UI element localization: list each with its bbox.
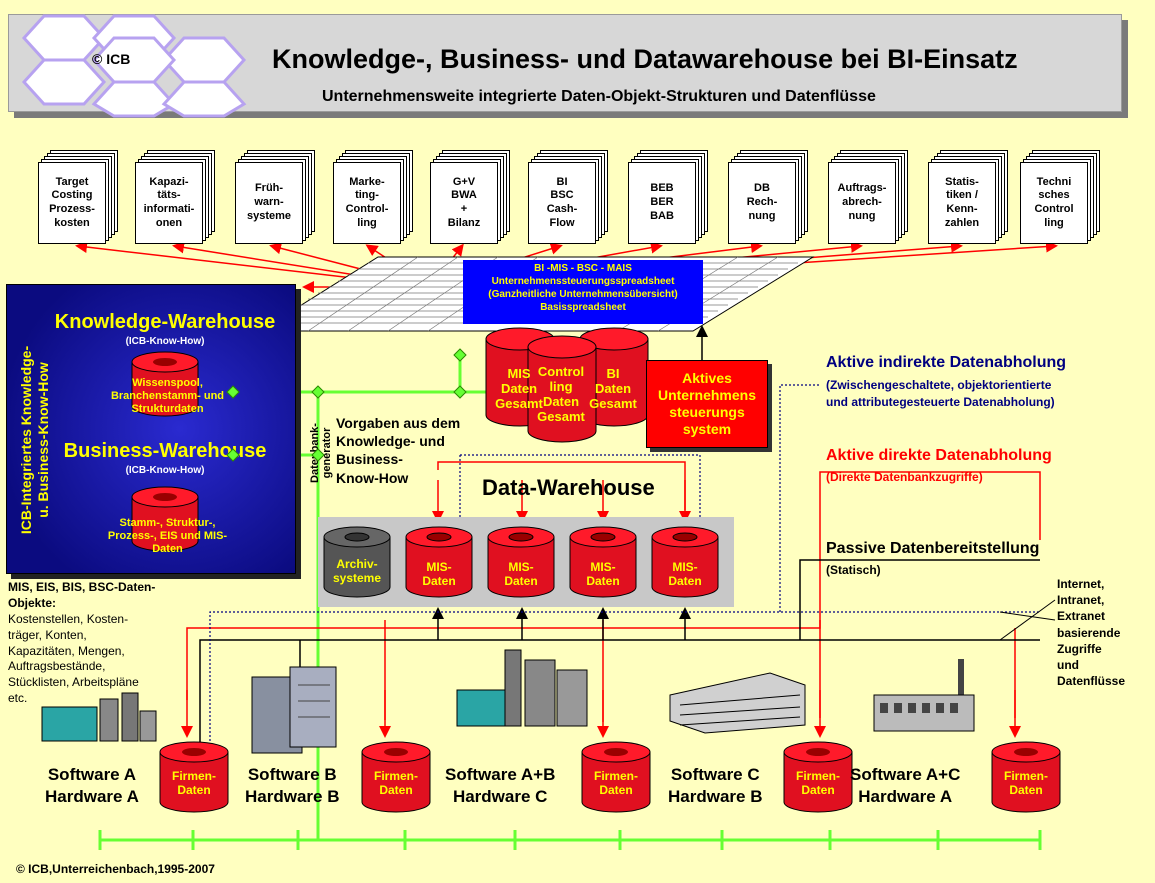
legend-indirect-title: Aktive indirekte Datenabholung bbox=[826, 354, 1067, 371]
report-document: DB Rech- nung bbox=[728, 162, 796, 244]
objects-title: MIS, EIS, BIS, BSC-Daten- Objekte: bbox=[8, 580, 156, 610]
report-document: Kapazi- täts- informati- onen bbox=[135, 162, 203, 244]
report-document: G+V BWA + Bilanz bbox=[430, 162, 498, 244]
legend-direct-title: Aktive direkte Datenabholung bbox=[826, 447, 1052, 464]
knowledge-warehouse-title: Knowledge-Warehouse bbox=[54, 311, 276, 333]
company-db-icon bbox=[783, 741, 853, 813]
page-title: Knowledge-, Business- und Datawarehouse … bbox=[272, 44, 1018, 74]
company-db-icon bbox=[361, 741, 431, 813]
datawarehouse-title: Data-Warehouse bbox=[482, 475, 655, 500]
company-db-label: Firmen- Daten bbox=[171, 769, 216, 797]
report-document: Target Costing Prozess- kosten bbox=[38, 162, 106, 244]
mis-db-label-3: MIS- Daten bbox=[586, 560, 620, 588]
mis-db-label-2: MIS- Daten bbox=[504, 560, 538, 588]
legend-passive-title: Passive Datenbereitstellung bbox=[826, 540, 1040, 557]
system-label: Software B Hardware B bbox=[245, 765, 340, 807]
report-document: Auftrags- abrech- nung bbox=[828, 162, 896, 244]
company-db-icon bbox=[581, 741, 651, 813]
copyright: © ICB,Unterreichenbach,1995-2007 bbox=[16, 862, 215, 876]
system-label: Software A+B Hardware C bbox=[445, 765, 556, 807]
db-mis-gesamt-label: MIS Daten Gesamt bbox=[495, 366, 543, 411]
company-db-icon bbox=[991, 741, 1061, 813]
dw-cylinders bbox=[323, 526, 719, 598]
page-subtitle: Unternehmensweite integrierte Daten-Obje… bbox=[322, 88, 876, 105]
legend-direct-sub: (Direkte Datenbankzugriffe) bbox=[826, 470, 983, 484]
logo-text: © ICB bbox=[92, 51, 131, 67]
spreadsheet-line-1: BI -MIS - BSC - MAIS bbox=[534, 263, 632, 274]
internet-note: Internet, Intranet, Extranet basierende … bbox=[1057, 577, 1126, 689]
db-bi-gesamt-label: BI Daten Gesamt bbox=[589, 366, 637, 411]
office-building-illustration bbox=[669, 672, 806, 734]
company-db-label: Firmen- Daten bbox=[373, 769, 418, 797]
report-document: Techni sches Control ling bbox=[1020, 162, 1088, 244]
db-controlling-gesamt-label: Control ling Daten Gesamt bbox=[537, 364, 585, 424]
system-label: Software A Hardware A bbox=[45, 765, 139, 807]
spreadsheet-line-2: Unternehmenssteuerungsspreadsheet bbox=[491, 276, 675, 287]
mis-db-label-1: MIS- Daten bbox=[422, 560, 456, 588]
factory-illustration-2 bbox=[456, 649, 588, 727]
system-label: Software A+C Hardware A bbox=[850, 765, 961, 807]
vorgaben-text: Vorgaben aus dem Knowledge- und Business… bbox=[336, 415, 461, 486]
report-document: Statis- tiken / Kenn- zahlen bbox=[928, 162, 996, 244]
server-rack-illustration bbox=[251, 666, 337, 754]
company-db-icon bbox=[159, 741, 229, 813]
company-db-label: Firmen- Daten bbox=[795, 769, 840, 797]
archiv-label: Archiv- systeme bbox=[332, 557, 382, 585]
report-document: BI BSC Cash- Flow bbox=[528, 162, 596, 244]
objects-text: Kostenstellen, Kosten- träger, Konten, K… bbox=[8, 612, 139, 706]
company-db-label: Firmen- Daten bbox=[593, 769, 638, 797]
knowledge-db-icon bbox=[131, 351, 199, 417]
plant-illustration bbox=[873, 659, 975, 732]
knowledge-db-label: Wissenspool, Branchenstamm- und Struktur… bbox=[110, 377, 225, 416]
spreadsheet-label: BI -MIS - BSC - MAIS Unternehmenssteueru… bbox=[463, 260, 703, 324]
report-document: Früh- warn- systeme bbox=[235, 162, 303, 244]
business-db-label: Stamm-, Struktur-, Prozess-, EIS und MIS… bbox=[107, 517, 228, 556]
legend-indirect-sub: (Zwischengeschaltete, objektorientierte … bbox=[826, 378, 1055, 409]
business-warehouse-sub: (ICB-Know-How) bbox=[125, 465, 205, 476]
spreadsheet-line-3: (Ganzheitliche Unternehmensübersicht) bbox=[488, 289, 678, 300]
company-db-label: Firmen- Daten bbox=[1003, 769, 1048, 797]
central-db-cluster bbox=[485, 327, 649, 443]
knowledge-warehouse-sub: (ICB-Know-How) bbox=[125, 336, 205, 347]
legend-passive-sub: (Statisch) bbox=[826, 563, 881, 577]
mis-db-label-4: MIS- Daten bbox=[668, 560, 702, 588]
aktives-system-box: Aktives Unternehmens steuerungs system bbox=[646, 360, 768, 448]
hexagon-logo bbox=[21, 14, 247, 118]
report-document: BEB BER BAB bbox=[628, 162, 696, 244]
business-warehouse-title: Business-Warehouse bbox=[63, 440, 267, 462]
factory-illustration-1 bbox=[41, 692, 157, 742]
db-generator-label: Datenbank- generator bbox=[309, 423, 334, 483]
report-document: Marke- ting- Control- ling bbox=[333, 162, 401, 244]
business-db-icon bbox=[131, 486, 199, 552]
system-label: Software C Hardware B bbox=[668, 765, 763, 807]
spreadsheet-line-4: Basisspreadsheet bbox=[540, 302, 626, 313]
